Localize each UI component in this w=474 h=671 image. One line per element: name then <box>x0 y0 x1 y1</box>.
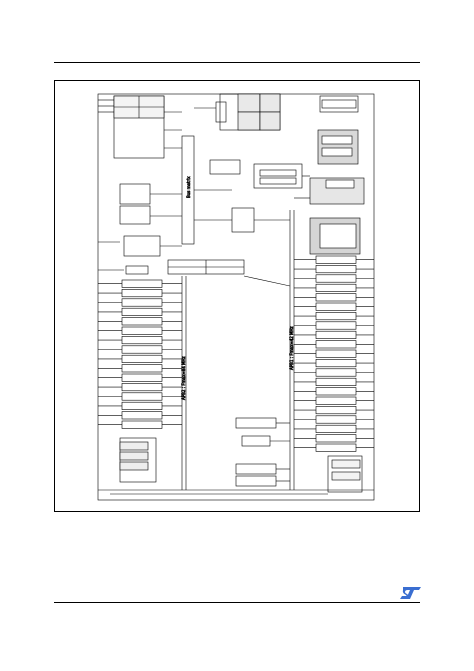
apb1-peripheral-block <box>315 359 357 368</box>
apb1-peripheral-block <box>315 434 357 443</box>
apb1-peripheral-block <box>315 340 357 349</box>
diagram-frame <box>54 80 420 512</box>
apb1-peripheral-block <box>315 265 357 274</box>
block-diagram: Bus matrix APB2 : Fmax=84 MHz APB1 : Fma… <box>97 93 375 501</box>
apb1-peripheral-block <box>315 396 357 405</box>
apb2-peripheral-block <box>121 373 163 382</box>
dma-block-1 <box>119 183 151 205</box>
apb1-peripheral-block <box>315 406 357 415</box>
apb2-peripheral-block <box>121 336 163 345</box>
reset-block <box>317 129 359 165</box>
apb1-peripheral-block <box>315 293 357 302</box>
apb2-peripheral-block <box>121 317 163 326</box>
bus-matrix-label: Bus matrix <box>186 176 191 198</box>
apb1-peripheral-block <box>315 255 357 264</box>
apb2-peripheral-block <box>121 279 163 288</box>
apb1-peripheral-block <box>315 415 357 424</box>
usb-block <box>125 265 149 275</box>
i2c-block <box>235 463 277 475</box>
footer-rule <box>54 602 420 603</box>
apb1-peripheral-block <box>315 321 357 330</box>
apb2-peripheral-block <box>121 345 163 354</box>
apb1-peripherals <box>294 255 374 452</box>
apb2-peripheral-block <box>121 401 163 410</box>
apb1-peripheral-block <box>315 274 357 283</box>
power-block <box>319 95 359 113</box>
apb1-peripheral-block <box>315 368 357 377</box>
clock-block <box>309 177 365 205</box>
apb1-peripheral-block <box>315 424 357 433</box>
apb2-peripheral-block <box>121 289 163 298</box>
apb1-peripheral-block <box>315 330 357 339</box>
apb1-peripheral-block <box>315 302 357 311</box>
apb2-peripheral-block <box>121 354 163 363</box>
apb1-peripheral-block <box>315 283 357 292</box>
apb2-peripheral-block <box>121 383 163 392</box>
adc-block <box>231 207 255 233</box>
apb2-peripheral-block <box>121 298 163 307</box>
apb1-peripheral-block <box>315 443 357 452</box>
uart-block <box>241 435 271 447</box>
can-block <box>235 475 277 487</box>
apb1-peripheral-block <box>315 312 357 321</box>
i2s-block <box>327 455 363 493</box>
apb2-peripherals <box>98 279 182 429</box>
apb1-label: APB1 : Fmax=42 MHz <box>289 326 294 370</box>
spi-block <box>235 417 277 429</box>
apb1-peripheral-block <box>315 349 357 358</box>
apb2-peripheral-block <box>121 326 163 335</box>
ethernet-block <box>123 235 161 257</box>
rcc-block <box>209 159 241 175</box>
apb2-peripheral-block <box>121 364 163 373</box>
apb1-peripheral-block <box>315 387 357 396</box>
apb2-peripheral-block <box>121 411 163 420</box>
header-rule <box>54 62 420 63</box>
apb1-peripheral-block <box>315 377 357 386</box>
apb2-peripheral-block <box>121 392 163 401</box>
apb2-label: APB2 : Fmax=84 MHz <box>181 356 186 400</box>
apb2-peripheral-block <box>121 420 163 429</box>
art-accelerator <box>215 101 227 123</box>
dma-block-2 <box>119 205 151 225</box>
apb2-peripheral-block <box>121 307 163 316</box>
st-logo-icon <box>400 587 421 599</box>
